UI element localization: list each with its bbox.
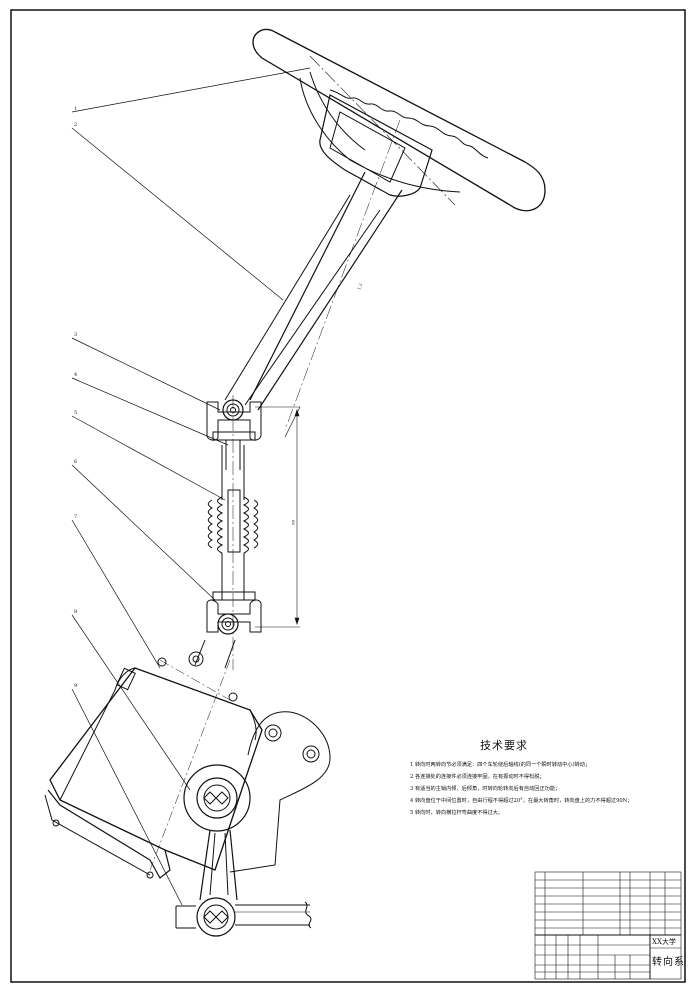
callout-7: 7: [74, 514, 77, 520]
lower-universal-joint: [188, 591, 262, 669]
requirement-item: 1 转向时两转向节必须满足：四个车轮绕后轴线(的同一个瞬时转动中心)转动；: [410, 762, 591, 768]
title-block: [534, 871, 682, 980]
pitman-arm: [175, 764, 251, 937]
sheet-border: [10, 9, 686, 983]
callout-9: 9: [74, 683, 77, 689]
requirement-item: 3 有适当的主销内倾、后倾角，时转向轮转向后有自动回正功能；: [410, 786, 561, 792]
callout-6: 6: [74, 459, 77, 465]
steering-gear-box: [44, 657, 263, 879]
upper-universal-joint: [206, 399, 262, 470]
technical-requirements-list: 1 转向时两转向节必须满足：四个车轮绕后轴线(的同一个瞬时转动中心)转动； 2 …: [410, 759, 680, 819]
requirement-item: 5 转向时，转向横拉杆弯曲度不得过大。: [410, 810, 504, 816]
callout-3: 3: [74, 332, 77, 338]
callout-5: 5: [74, 410, 77, 416]
callout-1: 1: [74, 106, 77, 112]
dimension-line: 80: [255, 406, 301, 628]
drag-link: [235, 901, 312, 929]
steering-wheel: [252, 28, 546, 212]
title-block-drawing-title: 转向系: [652, 957, 685, 968]
svg-text:80: 80: [291, 520, 296, 526]
callout-labels: 1 2 3 4 5 6 7 8 9: [74, 106, 77, 689]
callout-8: 8: [74, 609, 77, 615]
leader-lines: [71, 67, 311, 906]
callout-4: 4: [74, 372, 77, 378]
requirement-item: 4 转向盘位于中间位置时，自由行程不得超过20°，在最大转角时，转向盘上的力不得…: [410, 798, 633, 804]
svg-text:1,2: 1,2: [356, 282, 363, 290]
technical-requirements-title: 技术要求: [480, 739, 528, 752]
callout-2: 2: [74, 122, 77, 128]
mounting-bracket: [229, 711, 331, 873]
title-block-school: XX大学: [652, 938, 676, 946]
steering-column: 1,2: [224, 119, 403, 431]
requirement-item: 2 各连接处的连接件必须连接牢固，在有振动时不得松脱；: [410, 774, 545, 780]
